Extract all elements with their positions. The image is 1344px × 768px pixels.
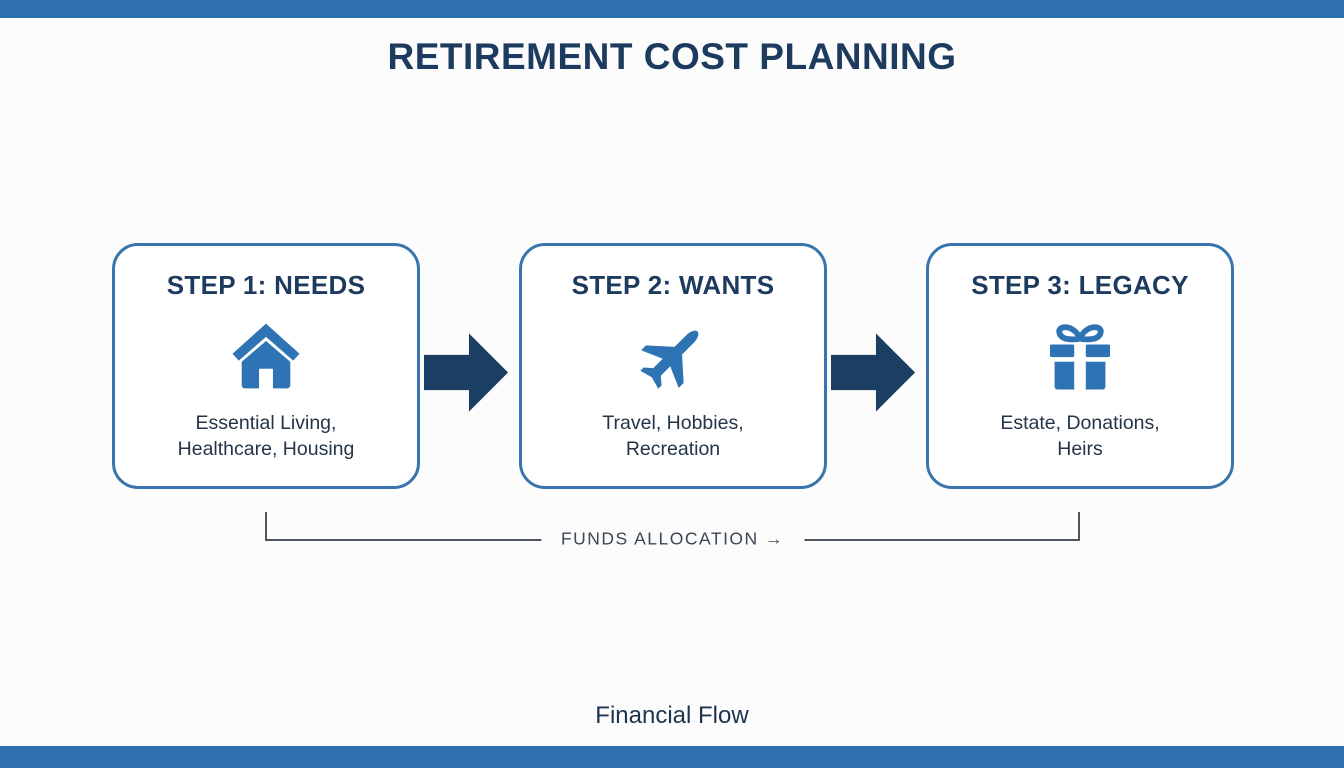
step-title: STEP 1: NEEDS: [166, 270, 366, 300]
step-title: STEP 2: WANTS: [571, 270, 775, 300]
plane-icon: [634, 317, 712, 395]
step-description: Travel, Hobbies, Recreation: [602, 412, 744, 460]
top-accent-bar: [0, 0, 1344, 18]
right-arrow-icon: [424, 330, 510, 415]
step-card-legacy: STEP 3: LEGACY Estate, Donations, Heirs: [926, 243, 1234, 489]
step-description: Essential Living, Healthcare, Housing: [177, 412, 355, 460]
gift-icon: [1041, 317, 1119, 395]
page-title: RETIREMENT COST PLANNING: [387, 36, 957, 77]
step-card-wants: STEP 2: WANTS Travel, Hobbies, Recreatio…: [519, 243, 827, 489]
step-card-needs: STEP 1: NEEDS Essential Living, Healthca…: [112, 243, 420, 489]
funds-allocation-bracket: FUNDS ALLOCATION →: [265, 512, 1080, 552]
financial-flow-caption: Financial Flow: [595, 702, 749, 729]
home-icon: [227, 317, 305, 395]
step-title: STEP 3: LEGACY: [971, 270, 1189, 300]
step-description: Estate, Donations, Heirs: [1000, 412, 1160, 460]
right-arrow-icon: [831, 330, 917, 415]
bottom-accent-bar: [0, 746, 1344, 768]
funds-allocation-label: FUNDS ALLOCATION →: [540, 526, 805, 552]
